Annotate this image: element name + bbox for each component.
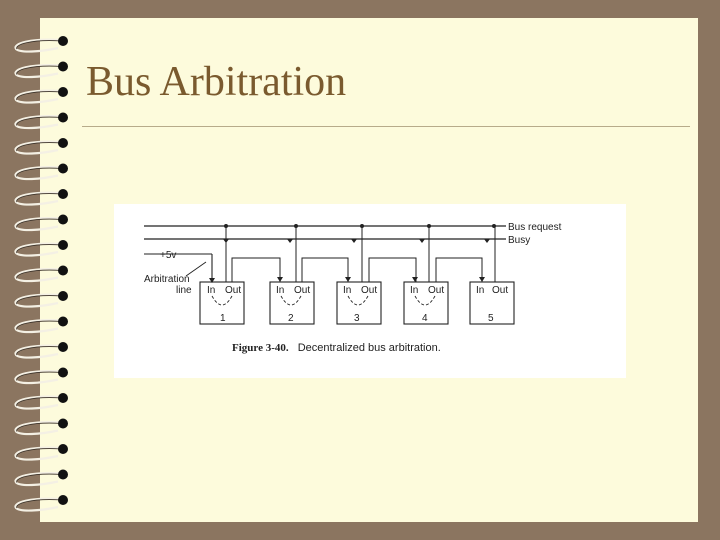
arbitration-line-label: line xyxy=(176,285,192,296)
device-in-arrow xyxy=(277,277,283,282)
binding-ring xyxy=(14,189,68,206)
binding-ring xyxy=(14,87,68,104)
device-request-dot xyxy=(360,224,364,228)
figure-caption-text: Decentralized bus arbitration. xyxy=(298,342,441,354)
device-request-dot xyxy=(224,224,228,228)
device-busy-arrow xyxy=(484,239,490,243)
device-internal-path xyxy=(211,295,233,306)
device-out-label: Out xyxy=(294,285,310,296)
device-1: In Out 1 xyxy=(199,224,281,325)
figure-caption-number: Figure 3-40. xyxy=(232,342,289,354)
binding-ring xyxy=(14,112,68,130)
figure-caption: Figure 3-40. Decentralized bus arbitrati… xyxy=(232,342,441,354)
device-internal-path xyxy=(280,295,302,306)
binding-ring xyxy=(14,444,68,461)
device-box xyxy=(336,281,382,325)
device-5: In Out 5 xyxy=(469,226,515,325)
slide-title: Bus Arbitration xyxy=(86,59,347,105)
device-2: In Out 2 xyxy=(269,224,349,325)
bus-arbitration-figure: Bus request Busy +5v Arbitration line In… xyxy=(114,204,626,378)
bus-request-label: Bus request xyxy=(508,222,562,233)
device-internal-path xyxy=(347,295,369,306)
binding-ring xyxy=(14,138,68,155)
binding-ring xyxy=(14,163,68,181)
binding-ring xyxy=(14,61,68,79)
title-divider xyxy=(82,126,690,127)
device-busy-arrow xyxy=(287,239,293,243)
arbitration-diagram: Bus request Busy +5v Arbitration line In… xyxy=(144,222,562,354)
device-in-label: In xyxy=(476,285,484,296)
device-out-label: Out xyxy=(361,285,377,296)
device-out-label: Out xyxy=(428,285,444,296)
device-busy-arrow xyxy=(351,239,357,243)
binding-ring xyxy=(14,214,68,232)
device-in-arrow xyxy=(345,277,351,282)
device-in-arrow xyxy=(412,277,418,282)
arbitration-label: Arbitration xyxy=(144,274,190,285)
device-box xyxy=(403,281,449,325)
device-out-link xyxy=(368,257,417,282)
device-box xyxy=(469,281,515,325)
binding-ring xyxy=(14,316,68,334)
device-4: In Out 4 xyxy=(403,224,483,325)
device-in-arrow xyxy=(479,277,485,282)
device-in-label: In xyxy=(276,285,284,296)
binding-ring xyxy=(14,342,68,359)
device-in-label: In xyxy=(343,285,351,296)
device-box xyxy=(269,281,315,325)
binding-ring xyxy=(14,495,68,512)
spiral-binding xyxy=(14,36,68,512)
device-busy-arrow xyxy=(223,239,229,243)
device-number: 1 xyxy=(220,313,226,324)
device-out-link xyxy=(435,257,483,282)
device-request-dot xyxy=(427,224,431,228)
device-box xyxy=(199,281,245,325)
binding-ring xyxy=(14,393,68,410)
binding-ring xyxy=(14,265,68,283)
device-out-label: Out xyxy=(492,285,508,296)
device-out-link xyxy=(231,257,281,282)
device-busy-arrow xyxy=(419,239,425,243)
arbitration-arrow xyxy=(209,278,215,283)
device-in-label: In xyxy=(207,285,215,296)
binding-ring xyxy=(14,291,68,308)
binding-ring xyxy=(14,36,68,53)
device-request-dot xyxy=(294,224,298,228)
busy-label: Busy xyxy=(508,235,530,246)
binding-ring xyxy=(14,418,68,436)
device-number: 4 xyxy=(422,313,428,324)
device-internal-path xyxy=(414,295,436,306)
arbitration-pointer xyxy=(185,261,207,277)
plus5v-label: +5v xyxy=(160,250,176,261)
device-3: In Out 3 xyxy=(336,224,417,325)
binding-ring xyxy=(14,367,68,385)
binding-ring xyxy=(14,240,68,257)
binding-ring xyxy=(14,469,68,487)
device-number: 2 xyxy=(288,313,294,324)
device-number: 5 xyxy=(488,313,494,324)
device-out-label: Out xyxy=(225,285,241,296)
device-number: 3 xyxy=(354,313,360,324)
device-out-link xyxy=(301,257,349,282)
device-in-label: In xyxy=(410,285,418,296)
